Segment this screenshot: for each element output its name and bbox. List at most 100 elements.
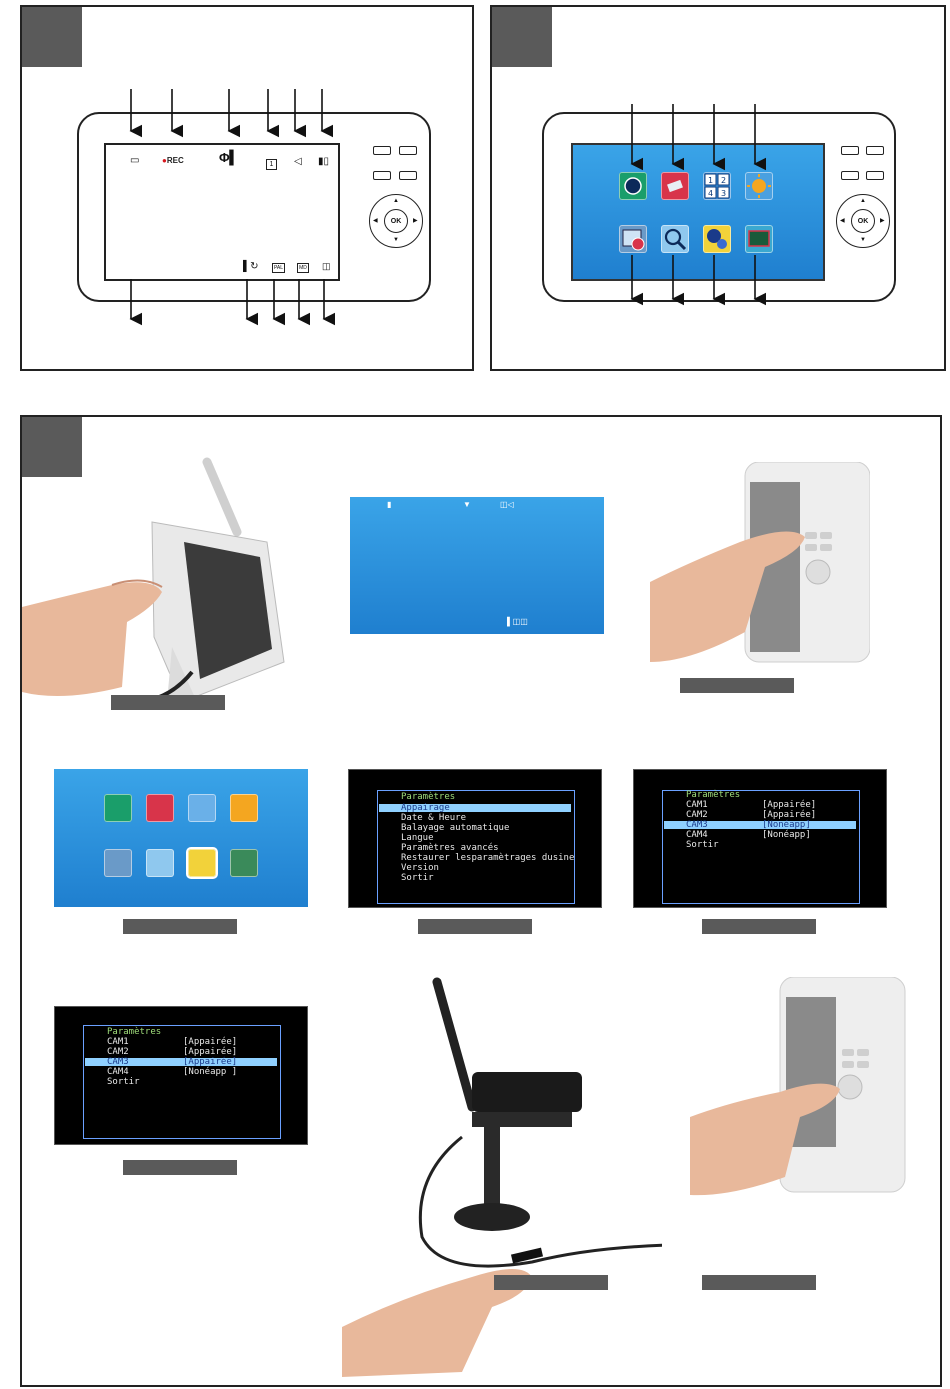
rec-label: REC [166, 156, 184, 165]
signal-strength-icon: Φ▍ [219, 150, 240, 165]
quad-view-icon [188, 794, 216, 822]
osd-cam-status: [Appairée] [762, 810, 817, 820]
monitor-screen: ▭ ●REC Φ▍ 1 ◁ ▮▯ ▌↻ PAL MD ◫ [104, 143, 340, 281]
pal-icon: PAL [272, 263, 285, 273]
panel-status-diagram: ▭ ●REC Φ▍ 1 ◁ ▮▯ ▌↻ PAL MD ◫ ▲ ▼ ◀ ▶ OK [20, 5, 474, 371]
quad-number: 2 [721, 176, 726, 185]
quad-number: 4 [708, 189, 713, 198]
osd-cam-label[interactable]: CAM3 [686, 820, 708, 830]
osd-menu-item[interactable]: Appairage [401, 803, 450, 813]
osd-menu-item[interactable]: Paramètres avancés [401, 843, 499, 853]
settings-gears-icon [703, 225, 731, 253]
osd-menu-item[interactable]: Balayage automatique [401, 823, 510, 833]
step-caption [702, 1275, 816, 1290]
monitor-outline: 1 2 4 3 ▲ ▼ ◀ ▶ OK [542, 112, 896, 302]
record-icon [146, 794, 174, 822]
step-caption [702, 919, 816, 934]
step-tag [492, 7, 552, 67]
osd-cam-status: [Appairée] [183, 1037, 238, 1047]
battery-icon: ◫◁ [500, 500, 514, 509]
step-tag [22, 417, 82, 477]
osd-exit-item[interactable]: Sortir [107, 1077, 140, 1087]
photo-power-on [22, 457, 322, 704]
osd-selection-bar [85, 1058, 277, 1066]
quad-number: 3 [721, 189, 726, 198]
tv-out-icon [230, 849, 258, 877]
device-button [866, 171, 884, 180]
photo-press-menu [650, 461, 871, 682]
md-icon: MD [297, 263, 309, 273]
step-caption [123, 1160, 237, 1175]
ok-button: OK [384, 209, 408, 233]
camera-channel-icon: 1 [266, 159, 277, 170]
osd-title: Paramètres [686, 790, 741, 800]
zoom-search-icon [146, 849, 174, 877]
rec-indicator: ●REC [162, 156, 184, 165]
osd-pairing-list: Paramètres CAM1 [Appairée] CAM2 [Appairé… [633, 769, 887, 908]
step-caption [418, 919, 532, 934]
osd-cam-status: [Appairée] [183, 1057, 238, 1067]
monitor-outline: ▭ ●REC Φ▍ 1 ◁ ▮▯ ▌↻ PAL MD ◫ ▲ ▼ ◀ ▶ OK [77, 112, 431, 302]
device-button [866, 146, 884, 155]
step-caption [111, 695, 225, 710]
osd-cam-label[interactable]: CAM2 [107, 1047, 129, 1057]
signal-strength-icon: ▼ [463, 500, 471, 509]
osd-settings-menu: Paramètres Appairage Date & Heure Balaya… [348, 769, 602, 908]
speaker-icon: ◁ [294, 156, 302, 167]
device-button [373, 146, 391, 155]
osd-menu-item[interactable]: Sortir [401, 873, 434, 883]
osd-exit-item[interactable]: Sortir [686, 840, 719, 850]
sd-card-icon: ▭ [130, 155, 140, 166]
osd-cam-status: [Appairée] [762, 800, 817, 810]
osd-cam-label[interactable]: CAM4 [686, 830, 708, 840]
photo-press-ok [690, 976, 910, 1202]
device-button [399, 171, 417, 180]
osd-menu-item[interactable]: Langue [401, 833, 434, 843]
step-caption [123, 919, 237, 934]
panel-menu-diagram: 1 2 4 3 ▲ ▼ ◀ ▶ OK [490, 5, 946, 371]
osd-cam-label[interactable]: CAM1 [107, 1037, 129, 1047]
osd-selection-bar [379, 804, 571, 812]
battery-icon: ▮▯ [318, 156, 330, 167]
osd-menu-item[interactable]: Version [401, 863, 439, 873]
osd-cam-label[interactable]: CAM4 [107, 1067, 129, 1077]
device-button [841, 146, 859, 155]
quad-view-icon: 1 2 4 3 [703, 172, 731, 200]
record-icon [661, 172, 689, 200]
osd-cam-status: [Nonéapp ] [183, 1067, 238, 1077]
brightness-icon [230, 794, 258, 822]
quad-number: 1 [708, 176, 713, 185]
osd-cam-label[interactable]: CAM2 [686, 810, 708, 820]
ok-button: OK [851, 209, 875, 233]
zoom-icon: ◫ [322, 261, 331, 271]
osd-cam-label[interactable]: CAM1 [686, 800, 708, 810]
tv-out-icon [745, 225, 773, 253]
settings-gears-icon [186, 847, 218, 879]
main-menu-screen [54, 769, 308, 907]
live-view-screen: ▮ ▼ ◫◁ ▌◫◫ [350, 497, 604, 634]
osd-cam-status: [Nonéapp] [762, 830, 811, 840]
playback-icon [619, 172, 647, 200]
device-button [373, 171, 391, 180]
osd-cam-status: [Nonéapp] [762, 820, 811, 830]
step-tag [22, 7, 82, 67]
callout-arrows [630, 104, 767, 306]
menu-screen: 1 2 4 3 [571, 143, 825, 281]
dpad: ▲ ▼ ◀ ▶ OK [836, 194, 890, 248]
callout-arrows [129, 89, 336, 326]
osd-menu-item[interactable]: Restaurer lesparamètrages dusine [401, 853, 575, 863]
schedule-icon [619, 225, 647, 253]
photo-camera-pair [342, 977, 673, 1377]
sd-card-icon: ▮ [387, 500, 392, 509]
osd-menu-item[interactable]: Date & Heure [401, 813, 467, 823]
osd-cam-label[interactable]: CAM3 [107, 1057, 129, 1067]
playback-icon [104, 794, 132, 822]
brightness-icon [745, 172, 773, 200]
osd-pairing-list: Paramètres CAM1 [Appairée] CAM2 [Appairé… [54, 1006, 308, 1145]
schedule-icon [104, 849, 132, 877]
step-caption [494, 1275, 608, 1290]
zoom-search-icon [661, 225, 689, 253]
dpad: ▲ ▼ ◀ ▶ OK [369, 194, 423, 248]
step-caption [680, 678, 794, 693]
osd-cam-status: [Appairée] [183, 1047, 238, 1057]
